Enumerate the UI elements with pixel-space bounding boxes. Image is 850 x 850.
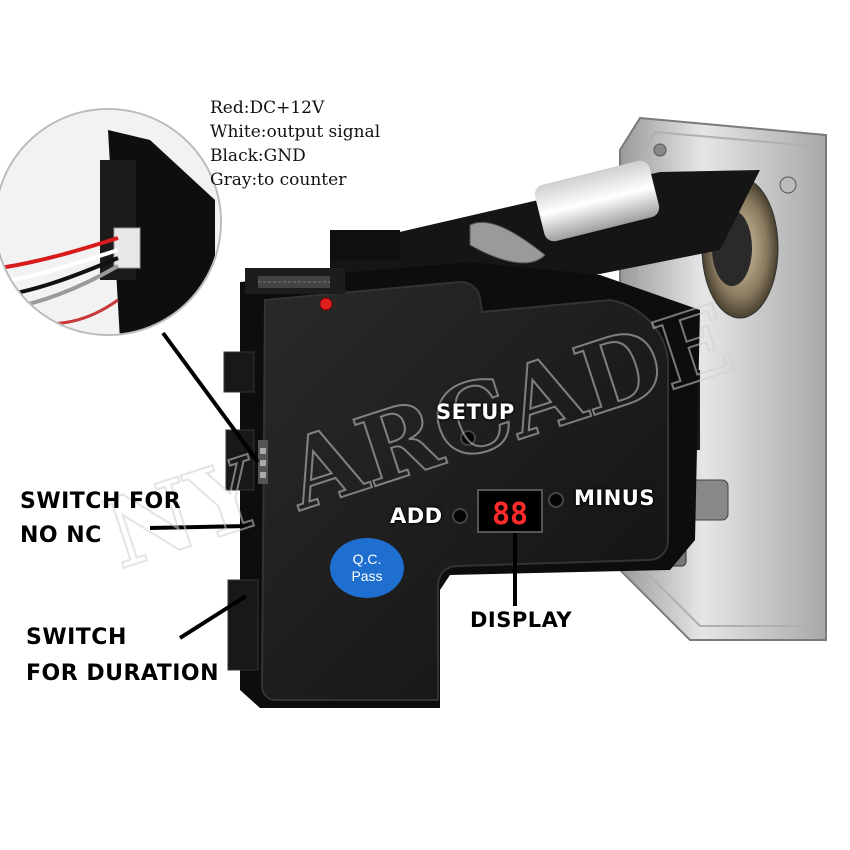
display-label: DISPLAY bbox=[470, 608, 573, 632]
legend-gray: Gray:to counter bbox=[210, 170, 347, 190]
qc-pass-badge: Q.C. Pass bbox=[330, 538, 404, 598]
minus-label: MINUS bbox=[574, 486, 655, 510]
seven-segment-display: 88 bbox=[477, 489, 543, 533]
add-button[interactable] bbox=[452, 508, 468, 524]
switch-no-nc-line1: SWITCH FOR bbox=[20, 489, 182, 514]
setup-label: SETUP bbox=[436, 400, 515, 424]
display-digits: 88 bbox=[492, 497, 528, 532]
qc-badge-line2: Pass bbox=[351, 568, 383, 584]
legend-black: Black:GND bbox=[210, 146, 306, 166]
pointer-lines bbox=[149, 331, 517, 640]
setup-button[interactable] bbox=[460, 430, 476, 446]
switch-no-nc-line2: NO NC bbox=[20, 523, 102, 548]
switch-duration-label: SWITCH FOR DURATION bbox=[26, 620, 219, 692]
switch-no-nc-label: SWITCH FOR NO NC bbox=[20, 485, 181, 553]
switch-duration-line1: SWITCH bbox=[26, 625, 127, 650]
red-led-indicator bbox=[319, 297, 333, 311]
legend-white: White:output signal bbox=[210, 122, 381, 142]
wire-color-legend: Red:DC+12V White:output signal Black:GND… bbox=[210, 96, 380, 192]
legend-red: Red:DC+12V bbox=[210, 98, 325, 118]
minus-button[interactable] bbox=[548, 492, 564, 508]
switch-duration-line2: FOR DURATION bbox=[26, 661, 220, 686]
qc-badge-line1: Q.C. bbox=[352, 551, 382, 567]
connector-zoom-inset bbox=[0, 108, 222, 336]
add-label: ADD bbox=[390, 504, 443, 528]
